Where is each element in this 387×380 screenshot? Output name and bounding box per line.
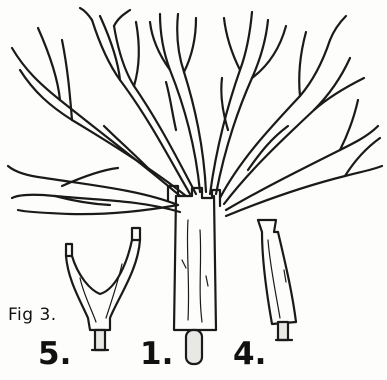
label-item-5: 5.	[38, 336, 71, 372]
forked-specimen-5	[66, 228, 140, 350]
straight-specimen-4	[258, 220, 296, 340]
trunk-specimen-1	[168, 186, 220, 364]
label-item-4: 4.	[233, 336, 266, 372]
label-item-1: 1.	[140, 336, 173, 372]
figure-caption: Fig 3.	[8, 305, 57, 325]
tree-crown	[8, 8, 382, 216]
